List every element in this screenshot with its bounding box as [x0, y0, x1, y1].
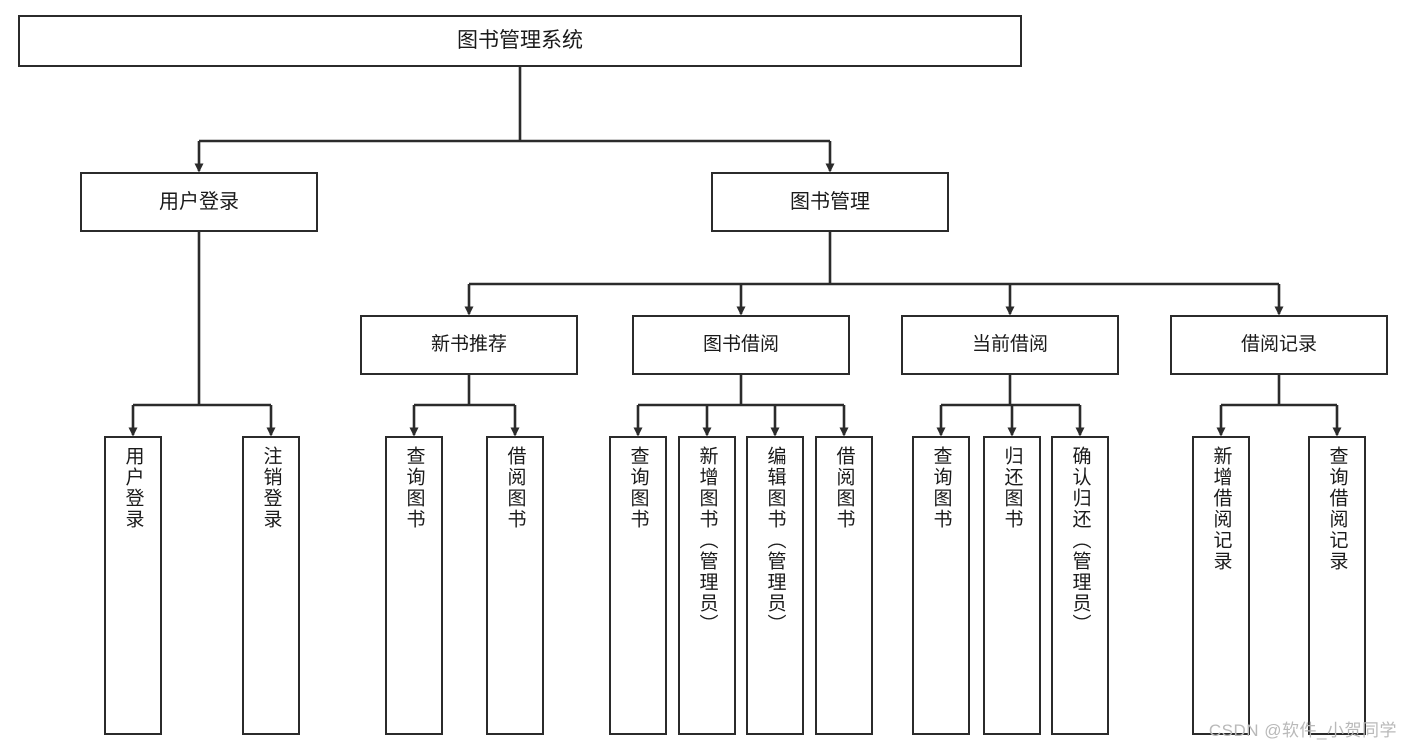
node-leaf-query-book-2: 查询图书: [609, 436, 667, 735]
node-label: 借阅记录: [1240, 334, 1317, 356]
node-book-mgmt: 图书管理: [711, 172, 949, 232]
node-label: 查询借阅记录: [1326, 446, 1348, 572]
node-label: 图书管理系统: [457, 28, 583, 52]
node-leaf-query-record: 查询借阅记录: [1308, 436, 1366, 735]
node-user-login: 用户登录: [80, 172, 318, 232]
node-leaf-borrow-book-2: 借阅图书: [815, 436, 873, 735]
node-leaf-add-record: 新增借阅记录: [1192, 436, 1250, 735]
node-new-book-rec: 新书推荐: [360, 315, 578, 375]
node-book-borrow: 图书借阅: [632, 315, 850, 375]
node-label: 用户登录: [159, 190, 239, 213]
node-leaf-return-book: 归还图书: [983, 436, 1041, 735]
node-label: 用户登录: [122, 446, 144, 530]
node-leaf-query-book-1: 查询图书: [385, 436, 443, 735]
node-leaf-user-login: 用户登录: [104, 436, 162, 735]
node-label: 确认归还（管理员）: [1069, 446, 1091, 635]
node-label: 查询图书: [403, 446, 425, 530]
node-label: 新书推荐: [430, 334, 507, 356]
node-label: 图书管理: [790, 190, 870, 213]
node-leaf-query-book-3: 查询图书: [912, 436, 970, 735]
node-label: 归还图书: [1001, 446, 1023, 530]
node-label: 图书借阅: [702, 334, 779, 356]
node-root: 图书管理系统: [18, 15, 1022, 67]
node-label: 编辑图书（管理员）: [764, 446, 786, 635]
node-label: 借阅图书: [504, 446, 526, 530]
node-borrow-record: 借阅记录: [1170, 315, 1388, 375]
node-leaf-edit-book: 编辑图书（管理员）: [746, 436, 804, 735]
node-current-borrow: 当前借阅: [901, 315, 1119, 375]
node-label: 借阅图书: [833, 446, 855, 530]
node-label: 注销登录: [260, 446, 282, 530]
node-label: 当前借阅: [971, 334, 1048, 356]
node-leaf-borrow-book-1: 借阅图书: [486, 436, 544, 735]
node-leaf-confirm-return: 确认归还（管理员）: [1051, 436, 1109, 735]
node-leaf-add-book: 新增图书（管理员）: [678, 436, 736, 735]
csdn-watermark: CSDN @软件_小贺同学: [1208, 721, 1397, 740]
node-label: 查询图书: [627, 446, 649, 530]
node-leaf-user-logout: 注销登录: [242, 436, 300, 735]
node-label: 新增图书（管理员）: [696, 446, 718, 635]
node-label: 查询图书: [930, 446, 952, 530]
node-label: 新增借阅记录: [1210, 446, 1232, 572]
